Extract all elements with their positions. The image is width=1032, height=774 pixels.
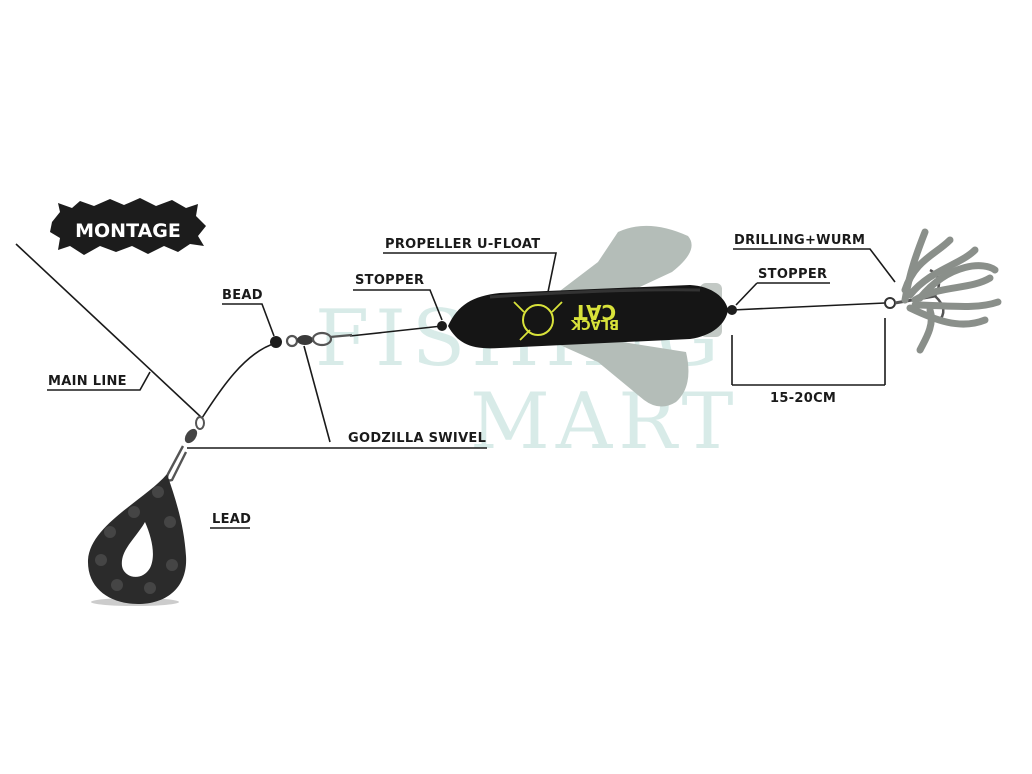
hook-eye [884,297,897,309]
propeller-wing-bottom [560,340,689,407]
stopper-right-bead [727,305,737,315]
godzilla-swivel [285,331,353,348]
line-to-float [349,325,443,337]
lead-stud [166,559,178,571]
float-body [448,285,728,349]
label-distance: 15-20CM [770,391,836,406]
float-brand-logo: BLACK CAT [513,300,619,341]
bead [270,336,282,348]
line-to-bead [201,342,277,419]
u-float: BLACK CAT [448,285,728,349]
line-to-hook [731,302,886,311]
lead-studs [95,486,178,594]
lead-swivel-ring [195,416,205,430]
lead-stud [104,526,116,538]
label-stopper-right: STOPPER [758,267,827,282]
lead-stud [95,554,107,566]
leader-main-line [47,371,151,391]
lead-hole [121,522,153,577]
float-brand-line2: CAT [574,300,617,324]
label-stopper-left: STOPPER [355,273,424,288]
distance-bracket [731,318,886,386]
worm [916,306,935,354]
lead-stud [111,579,123,591]
leader-godzilla-top [303,345,331,443]
leader-stopper-left [353,289,443,321]
leader-drilling [733,248,896,283]
lead-swivel-barrel [184,428,198,444]
worm [916,262,999,302]
leader-stopper-right [735,282,830,306]
label-propeller-u-float: PROPELLER U-FLOAT [385,237,540,252]
leader-propeller [383,252,557,293]
leader-bead [222,303,275,337]
montage-title: MONTAGE [75,220,181,242]
worm [906,304,989,328]
swivel-ring-left [285,334,299,348]
swivel-ring-right [311,331,333,347]
swivel-clip [329,333,353,339]
leader-lines [47,248,896,529]
label-lead: LEAD [212,512,251,527]
lead-swivel-snap [165,445,188,482]
label-godzilla-swivel: GODZILLA SWIVEL [348,431,486,446]
swivel-barrel [297,335,313,345]
worm [911,298,1002,311]
worm-bunch [901,228,1002,354]
catfish-logo-icon [522,304,554,336]
lead-weight [87,474,187,606]
propeller-wing-top [548,225,692,300]
lead-stud [152,486,164,498]
montage-badge-shape [50,198,206,255]
worm [901,228,929,304]
labels: PROPELLER U-FLOAT STOPPER STOPPER DRILLI… [48,233,865,527]
label-bead: BEAD [222,288,263,303]
watermark-line2: MART [470,377,740,467]
label-main-line: MAIN LINE [48,374,127,389]
lead-stud [128,506,140,518]
main-line [15,243,203,419]
float-brand-line1: BLACK [570,316,619,331]
worm [906,246,979,299]
stopper-left-bead [437,321,447,331]
label-drilling-wurm: DRILLING+WURM [734,233,865,248]
catfish-whisker-icon [513,301,563,341]
float-highlight [489,288,701,299]
lead-stud [144,582,156,594]
lead-stud [164,516,176,528]
montage-badge: MONTAGE [50,198,206,255]
